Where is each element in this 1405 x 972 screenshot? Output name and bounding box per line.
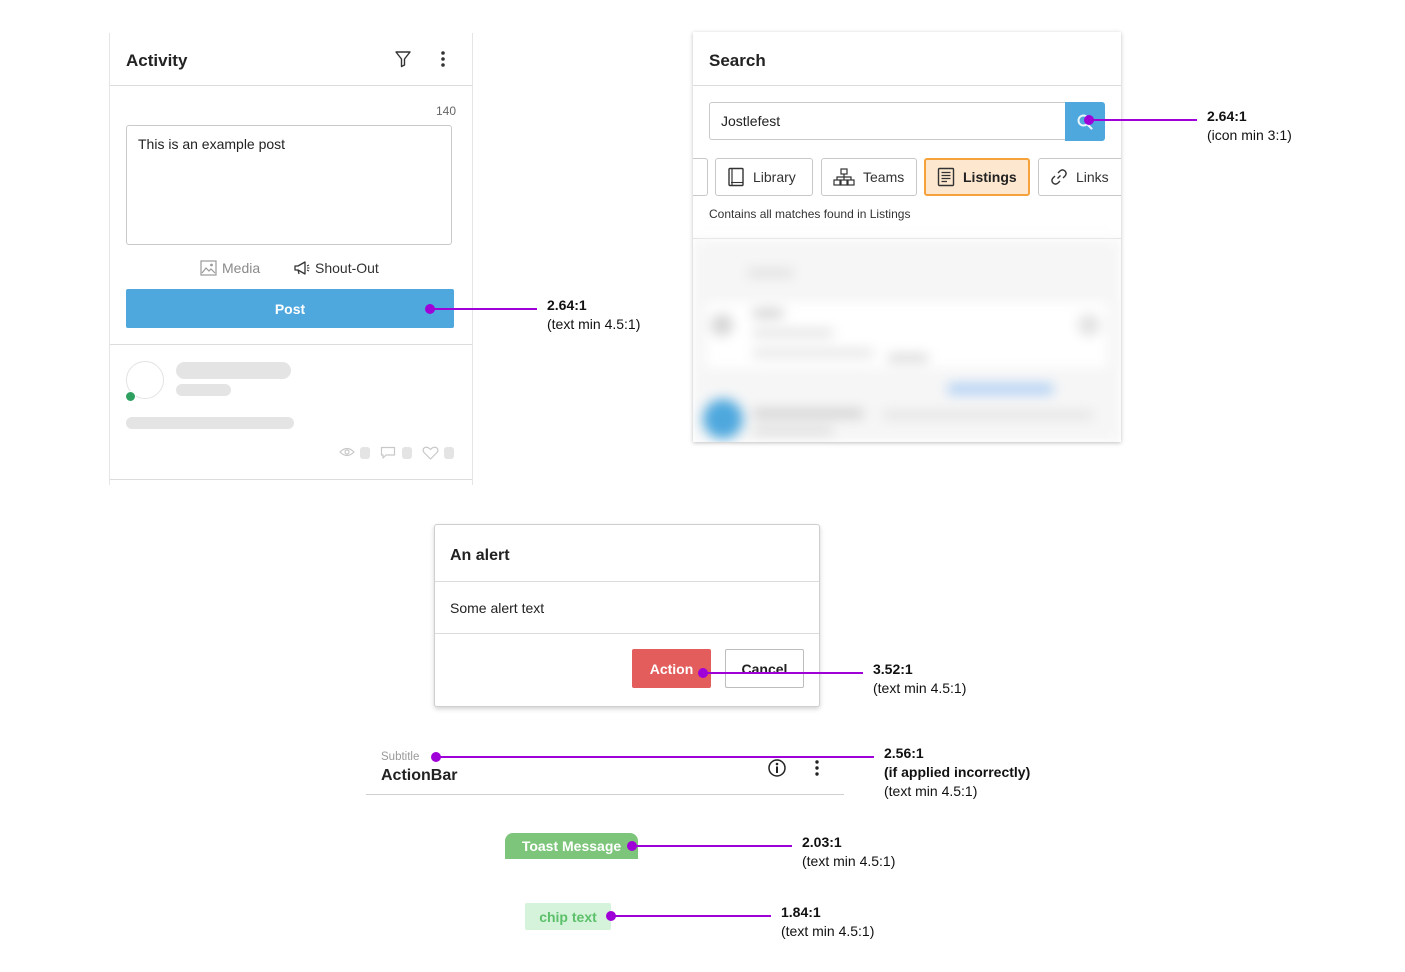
annotation-dot — [431, 752, 441, 762]
post-textarea[interactable]: This is an example post — [126, 125, 452, 245]
annotation-subtitle: 2.56:1 (if applied incorrectly) (text mi… — [884, 744, 1030, 801]
divider — [110, 479, 472, 480]
cancel-button[interactable]: Cancel — [725, 649, 804, 688]
media-button[interactable]: Media — [200, 260, 260, 276]
search-input[interactable]: Jostlefest — [709, 102, 1066, 140]
annotation-dot — [698, 668, 708, 678]
shoutout-label: Shout-Out — [315, 260, 379, 276]
contrast-ratio: 2.56:1 — [884, 745, 924, 761]
divider — [110, 344, 472, 345]
contrast-note: (icon min 3:1) — [1207, 127, 1292, 143]
divider — [693, 238, 1121, 239]
search-panel: Search Jostlefest Library Teams Listings… — [693, 32, 1121, 442]
image-icon — [200, 260, 217, 276]
toast-message: Toast Message — [505, 833, 638, 859]
tab-partial[interactable] — [693, 158, 708, 196]
contrast-warning: (if applied incorrectly) — [884, 764, 1031, 780]
annotation-search-button: 2.64:1 (icon min 3:1) — [1207, 107, 1292, 145]
skeleton-line — [176, 384, 231, 396]
filter-icon[interactable] — [392, 48, 414, 70]
activity-panel: Activity 140 This is an example post Med… — [109, 33, 473, 485]
alert-title: An alert — [450, 547, 510, 564]
annotation-toast: 2.03:1 (text min 4.5:1) — [802, 833, 895, 871]
action-bar: Subtitle ActionBar — [366, 743, 844, 795]
contrast-note: (text min 4.5:1) — [781, 923, 875, 939]
shoutout-button[interactable]: Shout-Out — [293, 260, 379, 276]
more-vertical-icon[interactable] — [806, 757, 828, 779]
skeleton-count — [360, 447, 370, 459]
book-icon — [728, 167, 744, 187]
avatar-placeholder — [126, 361, 164, 399]
divider — [435, 581, 819, 582]
annotation-dot — [606, 911, 616, 921]
tab-links[interactable]: Links — [1038, 158, 1121, 196]
blurred-results — [693, 239, 1121, 442]
annotation-line — [430, 308, 537, 310]
character-count: 140 — [435, 104, 456, 118]
online-status-dot — [125, 391, 136, 402]
search-title: Search — [709, 51, 766, 70]
org-chart-icon — [833, 168, 855, 186]
skeleton-count — [402, 447, 412, 459]
contrast-ratio: 1.84:1 — [781, 904, 821, 920]
search-button[interactable] — [1065, 102, 1105, 141]
annotation-dot — [627, 841, 637, 851]
chip[interactable]: chip text — [525, 903, 611, 930]
contrast-ratio: 3.52:1 — [873, 661, 913, 677]
activity-title: Activity — [126, 51, 188, 70]
skeleton-line — [176, 362, 291, 379]
alert-body: Some alert text — [450, 600, 545, 616]
contrast-note: (text min 4.5:1) — [884, 783, 978, 799]
tab-library[interactable]: Library — [715, 158, 813, 196]
search-header: Search — [693, 32, 1121, 86]
contrast-note: (text min 4.5:1) — [547, 316, 641, 332]
annotation-line — [703, 672, 863, 674]
search-caption: Contains all matches found in Listings — [709, 207, 911, 221]
annotation-line — [611, 915, 771, 917]
action-button[interactable]: Action — [632, 649, 711, 688]
divider — [435, 633, 819, 634]
link-icon — [1051, 169, 1067, 185]
contrast-ratio: 2.64:1 — [547, 297, 587, 313]
skeleton-line — [126, 417, 294, 429]
annotation-dot — [425, 304, 435, 314]
post-button[interactable]: Post — [126, 289, 454, 328]
media-label: Media — [222, 260, 261, 276]
annotation-line — [436, 756, 874, 758]
annotation-line — [632, 845, 792, 847]
activity-header: Activity — [110, 33, 472, 86]
contrast-ratio: 2.64:1 — [1207, 108, 1247, 124]
heart-icon — [422, 446, 439, 460]
eye-icon — [339, 447, 355, 457]
skeleton-count — [444, 447, 454, 459]
megaphone-icon — [294, 261, 310, 275]
annotation-post-button: 2.64:1 (text min 4.5:1) — [547, 296, 640, 334]
action-bar-subtitle: Subtitle — [381, 751, 420, 763]
annotation-chip: 1.84:1 (text min 4.5:1) — [781, 903, 874, 941]
annotation-line — [1089, 119, 1197, 121]
info-icon[interactable] — [766, 757, 788, 779]
comment-icon — [380, 446, 396, 459]
tab-label: Links — [1076, 169, 1109, 185]
tab-label: Listings — [963, 169, 1017, 185]
contrast-note: (text min 4.5:1) — [873, 680, 967, 696]
annotation-action-button: 3.52:1 (text min 4.5:1) — [873, 660, 966, 698]
tab-label: Teams — [863, 169, 905, 185]
more-vertical-icon[interactable] — [432, 48, 454, 70]
alert-dialog: An alert Some alert text Action Cancel — [434, 524, 820, 707]
listing-icon — [937, 167, 955, 187]
tab-label: Library — [753, 169, 796, 185]
tab-listings[interactable]: Listings — [924, 158, 1030, 196]
tab-teams[interactable]: Teams — [821, 158, 917, 196]
action-bar-title: ActionBar — [381, 767, 458, 784]
contrast-ratio: 2.03:1 — [802, 834, 842, 850]
contrast-note: (text min 4.5:1) — [802, 853, 896, 869]
annotation-dot — [1084, 115, 1094, 125]
